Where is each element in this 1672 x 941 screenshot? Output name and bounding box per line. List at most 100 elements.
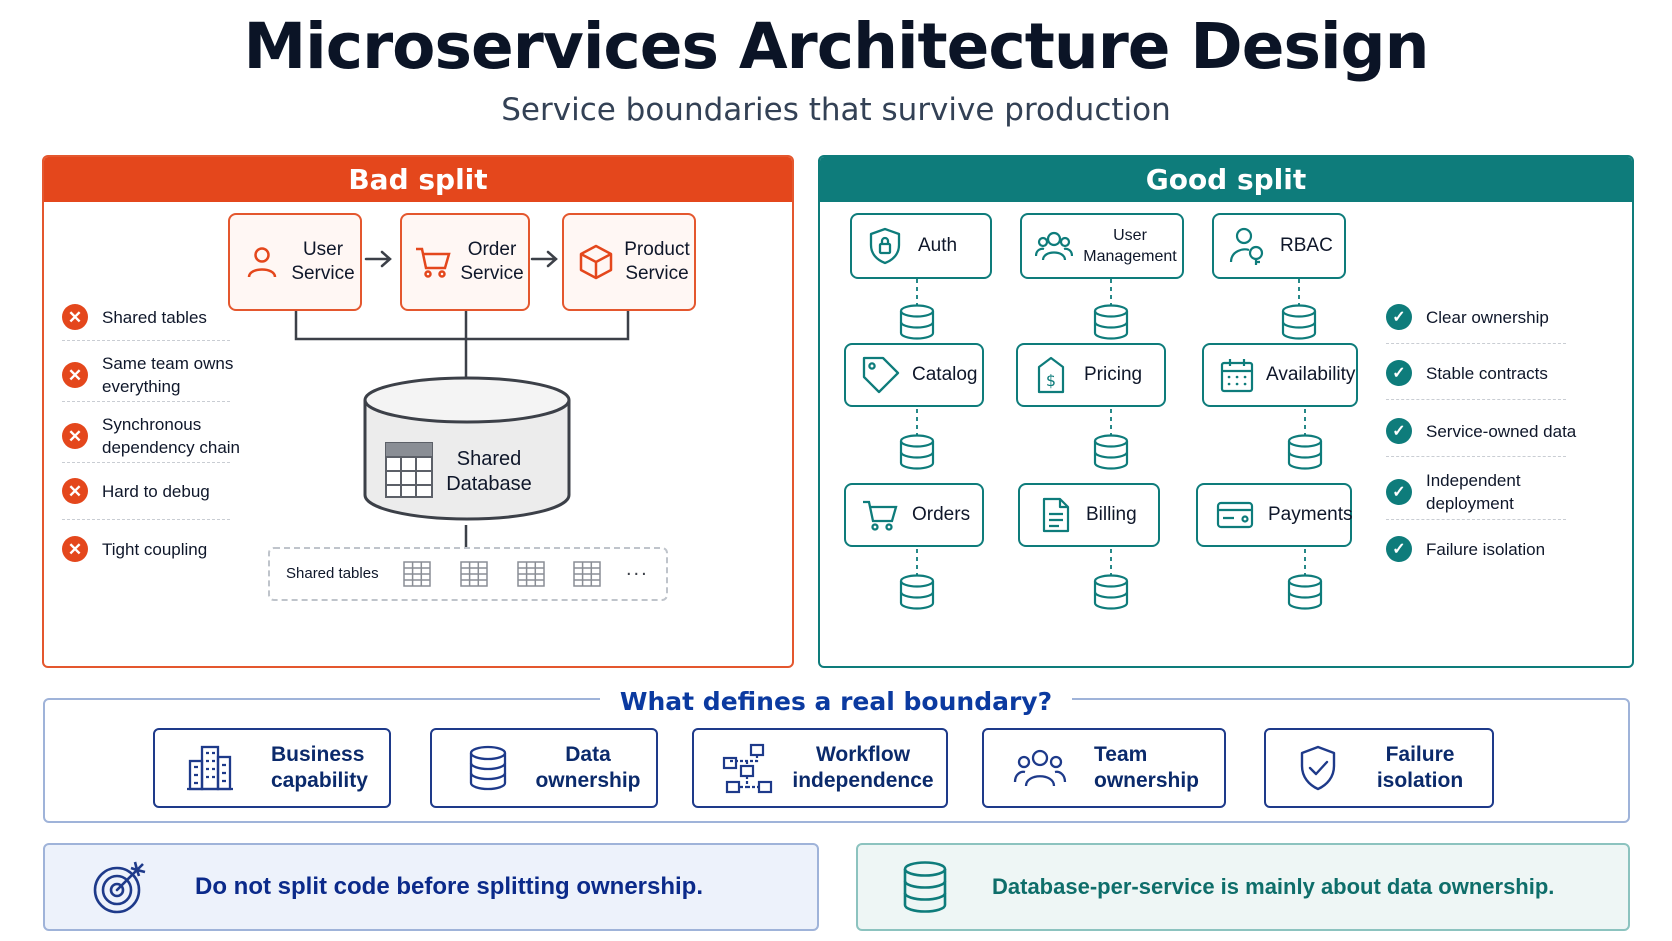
good-service-pricing: $ Pricing bbox=[1016, 343, 1166, 407]
calendar-icon bbox=[1204, 357, 1260, 393]
note-left-text: Do not split code before splitting owner… bbox=[195, 873, 704, 900]
page-title: Microservices Architecture Design bbox=[243, 10, 1429, 83]
boundary-card-label: Business capability bbox=[271, 743, 368, 792]
check-icon: ✓ bbox=[1386, 304, 1412, 330]
boundary-card-label: Team ownership bbox=[1094, 743, 1200, 792]
svg-text:$: $ bbox=[1046, 371, 1056, 390]
problem-item: ✕Same team owns everything bbox=[62, 352, 272, 398]
benefit-item: ✓Independent deployment bbox=[1386, 469, 1546, 515]
bad-service-user: User Service bbox=[228, 213, 362, 311]
good-service-orders: Orders bbox=[844, 483, 984, 547]
good-service-catalog: Catalog bbox=[844, 343, 984, 407]
note-database-per-service: Database-per-service is mainly about dat… bbox=[856, 843, 1630, 931]
check-icon: ✓ bbox=[1386, 536, 1412, 562]
boundary-card-team-ownership: Team ownership bbox=[982, 728, 1226, 808]
boundary-title: What defines a real boundary? bbox=[599, 687, 1073, 716]
shared-database-label: Shared Database bbox=[446, 448, 532, 495]
check-icon: ✓ bbox=[1386, 418, 1412, 444]
user-key-icon bbox=[1214, 226, 1274, 266]
workflow-icon bbox=[694, 742, 780, 794]
good-split-heading: Good split bbox=[820, 157, 1632, 202]
good-service-label: Auth bbox=[918, 235, 958, 256]
x-icon: ✕ bbox=[62, 536, 88, 562]
boundary-card-label: Workflow independence bbox=[792, 743, 934, 792]
x-icon: ✕ bbox=[62, 362, 88, 388]
bad-split-heading: Bad split bbox=[44, 157, 792, 202]
shield-check-icon bbox=[1266, 744, 1348, 792]
good-service-label: Availability bbox=[1266, 364, 1356, 385]
box-icon bbox=[564, 243, 620, 281]
bad-service-label: Order Service bbox=[460, 239, 524, 284]
problem-item: ✕Shared tables bbox=[62, 304, 272, 330]
boundary-card-failure-isolation: Failure isolation bbox=[1264, 728, 1494, 808]
card-icon bbox=[1198, 500, 1262, 530]
check-icon: ✓ bbox=[1386, 360, 1412, 386]
divider bbox=[1386, 343, 1566, 344]
check-icon: ✓ bbox=[1386, 479, 1412, 505]
good-service-billing: Billing bbox=[1018, 483, 1160, 547]
shared-tables-strip bbox=[268, 547, 668, 601]
database-icon bbox=[432, 745, 520, 791]
x-icon: ✕ bbox=[62, 423, 88, 449]
target-icon bbox=[45, 858, 195, 916]
benefit-item: ✓Failure isolation bbox=[1386, 536, 1545, 562]
x-icon: ✕ bbox=[62, 304, 88, 330]
good-service-label: Catalog bbox=[912, 364, 978, 385]
table-icons bbox=[403, 561, 601, 587]
divider bbox=[1386, 456, 1566, 457]
divider bbox=[1386, 399, 1566, 400]
divider bbox=[62, 462, 230, 463]
shared-database-cylinder bbox=[363, 376, 571, 521]
boundary-title-wrap: What defines a real boundary? bbox=[0, 687, 1672, 716]
x-icon: ✕ bbox=[62, 478, 88, 504]
note-right-text: Database-per-service is mainly about dat… bbox=[992, 874, 1555, 899]
divider bbox=[62, 340, 230, 341]
shared-tables-label: Shared tables bbox=[286, 565, 379, 582]
shield-lock-icon bbox=[852, 226, 912, 266]
good-service-label: Billing bbox=[1086, 504, 1137, 525]
good-service-label: Payments bbox=[1268, 504, 1353, 525]
cart-icon bbox=[402, 244, 456, 280]
good-service-payments: Payments bbox=[1196, 483, 1352, 547]
benefit-item: ✓Stable contracts bbox=[1386, 360, 1548, 386]
boundary-card-label: Failure isolation bbox=[1376, 743, 1464, 792]
good-service-label: Pricing bbox=[1084, 364, 1143, 385]
database-icon bbox=[858, 860, 992, 914]
divider bbox=[62, 401, 230, 402]
boundary-card-label: Data ownership bbox=[535, 743, 641, 792]
good-service-label: Orders bbox=[912, 504, 971, 525]
good-service-availability: Availability bbox=[1202, 343, 1358, 407]
good-service-user-management: User Management bbox=[1020, 213, 1184, 279]
good-service-label: RBAC bbox=[1280, 235, 1333, 256]
bad-service-label: Product Service bbox=[624, 239, 690, 284]
good-service-rbac: RBAC bbox=[1212, 213, 1346, 279]
good-split-panel: Good split Auth bbox=[818, 155, 1634, 668]
divider bbox=[62, 519, 230, 520]
note-split-ownership: Do not split code before splitting owner… bbox=[43, 843, 819, 931]
bad-service-order: Order Service bbox=[400, 213, 530, 311]
divider bbox=[1386, 519, 1566, 520]
team-icon bbox=[984, 746, 1076, 790]
cart-icon bbox=[846, 497, 906, 533]
shared-tables-more: ... bbox=[626, 558, 649, 580]
page-subtitle: Service boundaries that survive producti… bbox=[501, 92, 1171, 128]
problem-item: ✕Synchronous dependency chain bbox=[62, 413, 272, 459]
price-doc-icon: $ bbox=[1018, 355, 1076, 395]
document-icon bbox=[1020, 496, 1082, 534]
bad-service-label: User Service bbox=[291, 239, 355, 284]
tag-icon bbox=[846, 355, 908, 395]
benefit-item: ✓Clear ownership bbox=[1386, 304, 1549, 330]
boundary-card-data-ownership: Data ownership bbox=[430, 728, 658, 808]
good-service-auth: Auth bbox=[850, 213, 992, 279]
user-icon bbox=[230, 244, 286, 280]
benefit-item: ✓Service-owned data bbox=[1386, 418, 1576, 444]
problem-item: ✕Tight coupling bbox=[62, 536, 272, 562]
boundary-card-workflow-independence: Workflow independence bbox=[692, 728, 948, 808]
problem-item: ✕Hard to debug bbox=[62, 478, 272, 504]
good-service-label: User Management bbox=[1083, 227, 1177, 265]
users-icon bbox=[1022, 228, 1078, 264]
boundary-card-business-capability: Business capability bbox=[153, 728, 391, 808]
bad-split-panel: Bad split User Service Order Ser bbox=[42, 155, 794, 668]
bad-service-product: Product Service bbox=[562, 213, 696, 311]
